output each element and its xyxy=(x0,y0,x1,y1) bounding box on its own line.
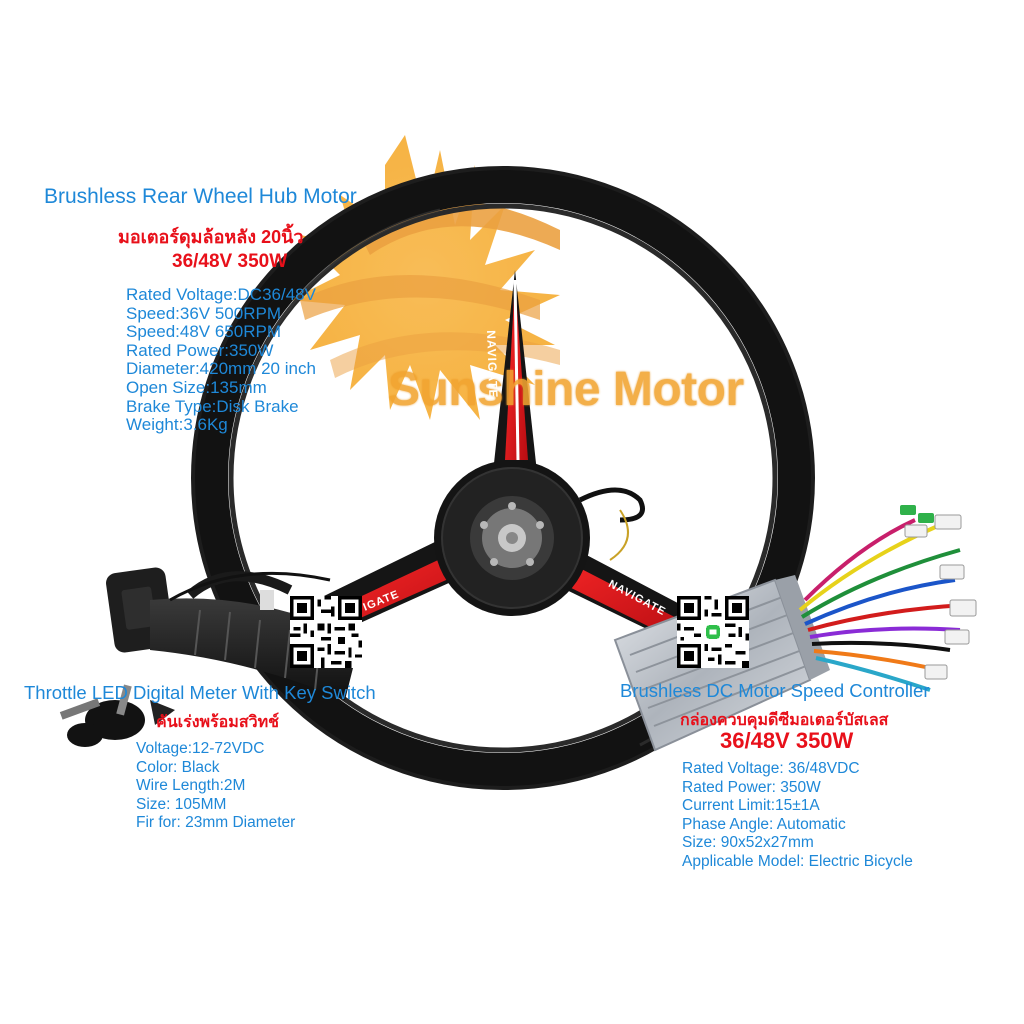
motor-spec-item: Rated Power:350W xyxy=(126,340,274,360)
controller-title: Brushless DC Motor Speed Controller xyxy=(620,680,930,701)
motor-spec-item: Speed:48V 650RPM xyxy=(126,322,281,342)
rim-decal-top: NAVIGATE xyxy=(484,330,501,399)
controller-spec-list: Rated Voltage: 36/48VDC Rated Power: 350… xyxy=(682,760,913,872)
throttle-spec-list: Voltage:12-72VDC Color: Black Wire Lengt… xyxy=(136,740,295,833)
controller-spec-item: Rated Voltage: 36/48VDC xyxy=(682,760,860,777)
qr-code-left xyxy=(290,596,362,668)
wheel-tire xyxy=(191,166,815,790)
motor-spec-item: Weight:3.6Kg xyxy=(126,415,228,435)
throttle-spec-item: Voltage:12-72VDC xyxy=(136,740,265,757)
brand-watermark: Sunshine Motor xyxy=(388,363,744,416)
throttle-subtitle-thai: คันเร่งพร้อมสวิทช์ xyxy=(156,714,279,731)
motor-spec-item: Open Size:135mm xyxy=(126,377,267,397)
key-fob xyxy=(59,684,175,747)
controller-spec-item: Applicable Model: Electric Bicycle xyxy=(682,852,913,870)
motor-spec-item: Speed:36V 500RPM xyxy=(126,303,281,323)
controller-subtitle-thai: กล่องควบคุมดีซีมอเตอร์บัสเลส xyxy=(680,712,889,729)
controller-spec-item: Phase Angle: Automatic xyxy=(682,815,846,833)
controller-spec-item: Rated Power: 350W xyxy=(682,778,821,796)
throttle-spec-item: Size: 105MM xyxy=(136,795,227,813)
motor-title: Brushless Rear Wheel Hub Motor xyxy=(44,185,357,208)
motor-spec-item: Brake Type:Disk Brake xyxy=(126,396,299,416)
motor-subtitle-thai: มอเตอร์ดุมล้อหลัง 20นิ้ว xyxy=(118,227,304,247)
throttle-spec-item: Color: Black xyxy=(136,758,220,776)
motor-spec-item: Rated Voltage:DC36/48V xyxy=(126,285,316,304)
throttle-spec-item: Wire Length:2M xyxy=(136,777,246,795)
throttle-spec-item: Fir for: 23mm Diameter xyxy=(136,814,296,832)
motor-spec-list: Rated Voltage:DC36/48V Speed:36V 500RPM … xyxy=(126,285,316,435)
motor-spec-item: Diameter:420mm 20 inch xyxy=(126,359,316,379)
throttle-title: Throttle LED Digital Meter With Key Swit… xyxy=(24,682,376,703)
hub-motor xyxy=(434,460,645,616)
motor-rating: 36/48V 350W xyxy=(172,251,288,272)
controller-spec-item: Size: 90x52x27mm xyxy=(682,834,814,852)
qr-code-right xyxy=(677,596,749,668)
controller-rating: 36/48V 350W xyxy=(720,728,854,753)
controller-spec-item: Current Limit:15±1A xyxy=(682,797,820,815)
